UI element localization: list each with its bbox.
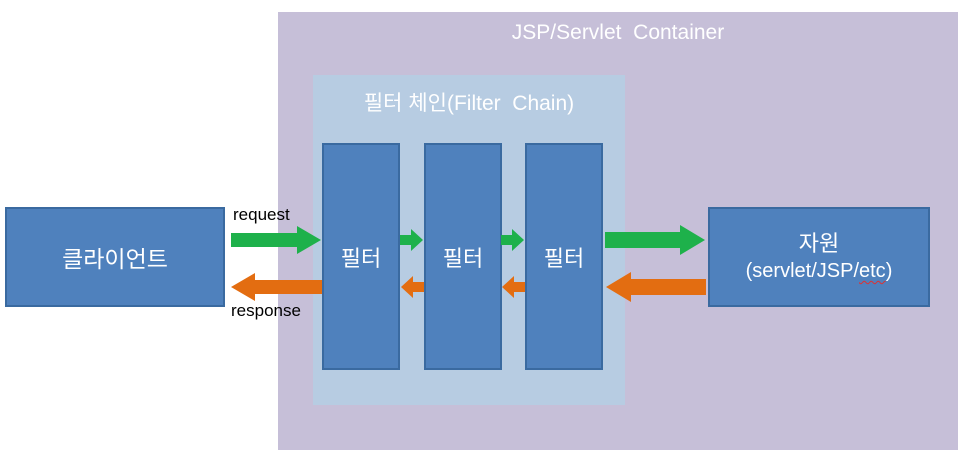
- request-label: request: [233, 205, 290, 224]
- filter-label-2: 필터: [442, 245, 484, 271]
- client-box: 클라이언트: [5, 207, 225, 307]
- resource-label-line2: (servlet/JSP/etc): [746, 258, 893, 284]
- filter1-to-filter2-arrow-icon: [400, 229, 423, 251]
- filter3-to-filter2-arrow-icon: [502, 276, 525, 298]
- filter-box-3: 필터: [525, 143, 603, 370]
- jsp-servlet-container-title: JSP/Servlet Container: [511, 21, 725, 44]
- resource-line2-suffix: ): [885, 260, 893, 282]
- resource-line2-etc: etc: [859, 260, 886, 282]
- filter2-to-filter3-arrow-icon: [501, 229, 524, 251]
- filter-label-1: 필터: [340, 245, 382, 271]
- client-label: 클라이언트: [62, 246, 168, 272]
- filter-box-1: 필터: [322, 143, 400, 370]
- filter-chain-title: 필터 체인(Filter Chain): [363, 92, 575, 115]
- response-label: response: [231, 301, 301, 320]
- resource-to-filter3-arrow-icon: [606, 272, 706, 302]
- filter-box-2: 필터: [424, 143, 502, 370]
- request-arrow-icon: [231, 226, 321, 254]
- filter-label-3: 필터: [543, 245, 585, 271]
- resource-box: 자원 (servlet/JSP/etc): [708, 207, 930, 307]
- resource-label-line1: 자원: [798, 231, 840, 256]
- resource-line2-prefix: (servlet/JSP/: [745, 260, 859, 282]
- response-arrow-icon: [231, 273, 322, 301]
- filter3-to-resource-arrow-icon: [605, 225, 705, 255]
- filter2-to-filter1-arrow-icon: [401, 276, 424, 298]
